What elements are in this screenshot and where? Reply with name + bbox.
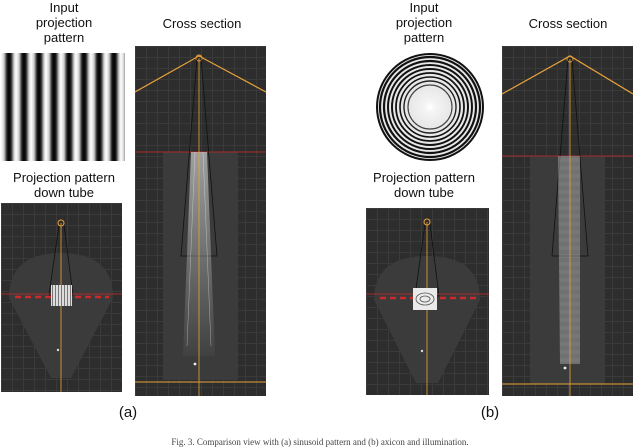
panel-b-input-label: Input projection pattern [395,0,453,45]
panel-a-down-tube-label: Projection pattern down tube [13,170,115,200]
panel-b-down-tube-label: Projection pattern down tube [373,170,475,200]
figure-caption: Fig. 3. Comparison view with (a) sinusoi… [171,437,469,447]
panel-a-input-label: Input projection pattern [35,0,93,45]
panel-b-ring-pattern [367,53,493,161]
panel-b-cross-section-view [502,46,633,396]
panel-a-cross-section-label: Cross section [162,16,242,31]
panel-a-down-tube-view [1,203,122,392]
panel-b-sub-label: (b) [480,404,500,421]
panel-b-down-tube-view [366,208,489,395]
panel-a-cross-section-view [135,46,266,396]
panel-b-cross-section-label: Cross section [528,16,608,31]
panel-a-sinusoid-pattern [1,53,125,161]
panel-a-sub-label: (a) [118,404,138,421]
